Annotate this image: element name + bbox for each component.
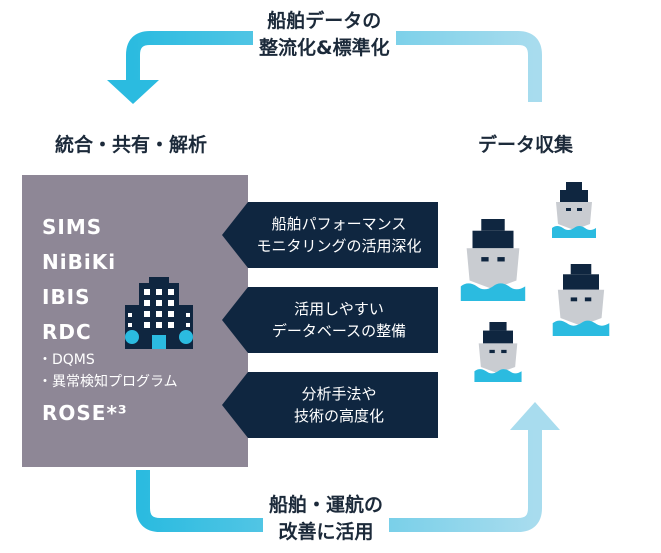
sub-item-dqms: ・DQMS [38, 352, 95, 368]
system-sims: SIMS [42, 215, 103, 239]
bottom-arrowhead [510, 402, 560, 430]
left-section-title: 統合・共有・解析 [55, 134, 208, 156]
ship-icon [460, 219, 526, 301]
system-rdc: RDC [42, 320, 92, 344]
right-section-title: データ収集 [478, 134, 574, 156]
top-arrowhead [107, 80, 159, 104]
banner-shape [222, 287, 438, 353]
ship-icon [474, 322, 522, 382]
banner-shape [222, 202, 438, 268]
sub-item-anomaly: ・異常検知プログラム [38, 374, 178, 390]
systems-panel: SIMS NiBiKi IBIS RDC ・DQMS ・異常検知プログラム RO… [22, 175, 248, 467]
ship-icon [552, 264, 610, 336]
banner-performance-monitoring: 船舶パフォーマンス モニタリングの活用深化 [222, 202, 438, 268]
bottom-flow-label: 船舶・運航の 改善に活用 [263, 492, 390, 546]
system-rose: ROSE*³ [42, 401, 128, 425]
banner-shape [222, 372, 438, 438]
system-nibiki: NiBiKi [42, 250, 117, 274]
building-icon [125, 277, 193, 349]
banner-database: 活用しやすい データベースの整備 [222, 287, 438, 353]
banner-analysis-methods: 分析手法や 技術の高度化 [222, 372, 438, 438]
top-flow-label: 船舶データの 整流化&標準化 [253, 8, 396, 62]
ship-icon [552, 182, 596, 238]
system-ibis: IBIS [42, 285, 91, 309]
